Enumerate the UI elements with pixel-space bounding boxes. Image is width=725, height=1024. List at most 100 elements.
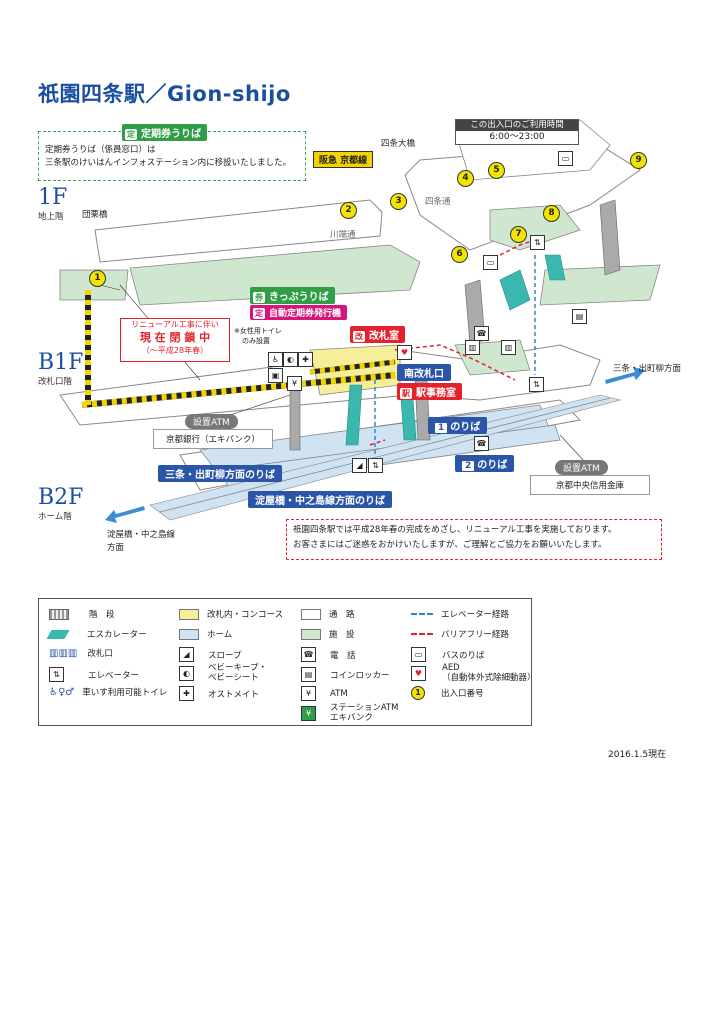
aed-icon: ♥ <box>411 665 426 681</box>
minami-kaisatsu-tag: 南改札口 <box>397 364 451 381</box>
legend-home: ホーム <box>179 628 232 640</box>
yodo-platform-tag: 淀屋橋・中之島線方面のりば <box>248 491 392 508</box>
closure-notice: リニューアル工事に伴い 現 在 閉 鎖 中 （〜平成28年春） <box>120 318 230 362</box>
elevator-icon: ⇅ <box>49 667 64 682</box>
atm-left-bank: 京都銀行（エキバンク） <box>153 429 273 449</box>
atm-right-tag: 設置ATM <box>555 460 608 475</box>
exit-9[interactable]: 9 <box>630 152 647 169</box>
floor-b2f: B2F ホーム階 <box>38 485 83 522</box>
exit-7[interactable]: 7 <box>510 226 527 243</box>
exit1-leader <box>99 284 121 291</box>
legend-bf-route: バリアフリー経路 <box>411 628 509 640</box>
ostomate-icon: ✚ <box>179 686 194 701</box>
exit-4[interactable]: 4 <box>457 170 474 187</box>
hours-time: 6:00〜23:00 <box>489 132 545 142</box>
exit-8[interactable]: 8 <box>543 205 560 222</box>
exit-5[interactable]: 5 <box>488 162 505 179</box>
teiki-machine-tag: 定自動定期券発行機 <box>250 305 348 320</box>
hankyu-tag: 阪急 京都線 <box>313 151 374 168</box>
sanjo-platform-tag: 三条・出町柳方面のりば <box>158 465 282 482</box>
baby-seat-icon: ◐ <box>179 665 194 681</box>
arrow-left <box>105 506 145 523</box>
legend-aed: ♥ AED （自動体外式除細動器） <box>411 663 536 683</box>
gate-icon: ▥▥▥ <box>49 647 78 659</box>
floor-b2f-sub: ホーム階 <box>38 512 72 522</box>
passage-swatch <box>301 608 321 620</box>
surface-level <box>59 119 661 306</box>
legend-exit: 1 出入口番号 <box>411 686 484 700</box>
ekijimusho-tag: 駅駅事務室 <box>397 383 462 400</box>
ostomate-icon: ✚ <box>298 352 313 367</box>
legend-gate: ▥▥▥ 改札口 <box>49 647 113 660</box>
escalator-4 <box>544 254 566 281</box>
atm-icon: ¥ <box>301 686 316 701</box>
closure-line1: リニューアル工事に伴い <box>131 320 219 329</box>
date-label: 2016.1.5現在 <box>608 750 667 760</box>
surface-facility-4 <box>539 264 661 306</box>
label-shijo-dori: 四条通 <box>425 197 451 207</box>
gate-icon: 改 <box>353 331 365 342</box>
legend-baby: ◐ ベビーキープ・ ベビーシート <box>179 663 267 683</box>
exit-6[interactable]: 6 <box>451 246 468 263</box>
teiki-icon: 定 <box>125 129 137 140</box>
accessible-toilet-icon: ▣ <box>268 368 283 383</box>
label-yodo-dir2: 方面 <box>107 543 125 553</box>
kippu-tag: 券きっぷうりば <box>250 287 335 304</box>
exit-3[interactable]: 3 <box>390 193 407 210</box>
closure-line2: 現 在 閉 鎖 中 <box>139 331 211 344</box>
legend-facility: 施 設 <box>301 628 355 640</box>
toilet-note: ※女性用トイレ のみ設置 <box>234 326 282 346</box>
label-dango-bashi: 団栗橋 <box>82 210 108 220</box>
aed-icon-map: ♥ <box>397 345 412 360</box>
hours-label: この出入口のご利用時間 <box>456 120 578 131</box>
bus-icon-map-2: ▭ <box>483 255 498 270</box>
baby-seat-icon: ◐ <box>283 352 298 367</box>
legend-ostomate: ✚ オストメイト <box>179 686 259 701</box>
legend: 階 段 エスカレーター ▥▥▥ 改札口 ⇅ エレベーター ♿♀♂ 車いす利用可能… <box>38 598 536 726</box>
facility-swatch <box>301 628 321 640</box>
stair-1 <box>289 389 301 451</box>
atm-icon-map: ¥ <box>287 376 302 391</box>
exit-1[interactable]: 1 <box>89 270 106 287</box>
teiki-notice-line1: 定期券うりば（係員窓口）は <box>45 145 156 155</box>
legend-bus: ▭ バスのりば <box>411 647 485 662</box>
slope-icon: ◢ <box>179 647 194 662</box>
rail-1 <box>159 397 611 513</box>
legend-elevator: ⇅ エレベーター <box>49 667 139 682</box>
bus-icon-map-1: ▭ <box>558 151 573 166</box>
legend-slope: ◢ スロープ <box>179 647 242 662</box>
toilet-icon: ♿ <box>268 352 283 367</box>
barrier-free-route-swatch <box>411 633 433 635</box>
legend-station-atm: ¥ ステーションATM エキバンク <box>301 703 399 723</box>
escalator-1 <box>345 384 363 446</box>
office-icon: 駅 <box>400 388 412 399</box>
escalators <box>345 254 566 446</box>
floor-1f: 1F 地上階 <box>38 185 67 222</box>
locker-icon-map: ▤ <box>572 309 587 324</box>
renewal-line1: 祇園四条駅では平成28年春の完成をめざし、リニューアル工事を実施しております。 <box>293 525 617 535</box>
concourse-swatch <box>179 608 199 620</box>
surface-facility-1 <box>129 244 421 306</box>
label-kawabata: 川端通 <box>330 230 356 240</box>
floor-b1f-sub: 改札口階 <box>38 377 73 387</box>
atm-left-tag: 設置ATM <box>185 414 238 429</box>
kawabata-street <box>94 199 383 263</box>
floor-1f-sub: 地上階 <box>38 212 64 222</box>
ticket-machine-icon: 定 <box>253 308 265 319</box>
renewal-notice: 祇園四条駅では平成28年春の完成をめざし、リニューアル工事を実施しております。 … <box>286 519 662 560</box>
phone-icon: ☎ <box>301 647 316 662</box>
atm-right-leader <box>559 434 586 463</box>
legend-toilet: ♿♀♂ 車いす利用可能トイレ <box>49 686 168 699</box>
arrow-right <box>605 367 645 384</box>
exit-2[interactable]: 2 <box>340 202 357 219</box>
floor-b2f-big: B2F <box>38 485 84 510</box>
legend-phone: ☎ 電 話 <box>301 647 356 662</box>
elevator-icon-map-3: ⇅ <box>530 235 545 250</box>
kaisatsu-tag: 改改札室 <box>350 326 405 343</box>
label-yodo-dir: 淀屋橋・中之島線 <box>107 530 176 540</box>
teiki-notice-line2: 三条駅のけいはんインフォステーション内に移設いたしました。 <box>45 158 292 168</box>
legend-concourse: 改札内・コンコース <box>179 608 283 620</box>
stairs-icon <box>49 608 69 620</box>
closure-stripe-1b <box>81 372 396 408</box>
